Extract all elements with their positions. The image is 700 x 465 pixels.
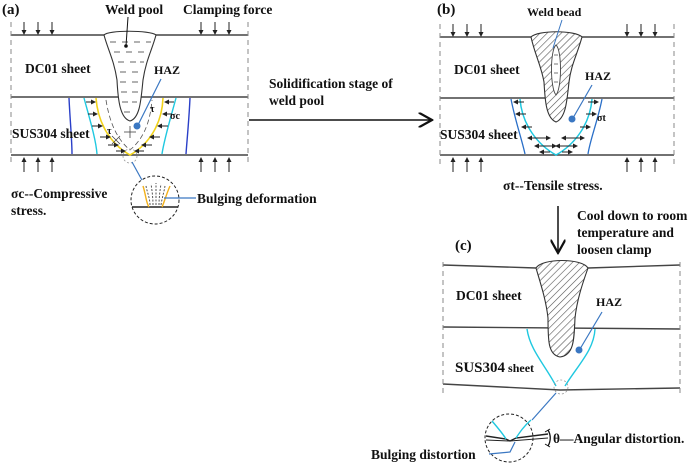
haz-leader-c [579,311,603,350]
inner-dashed-boundary [105,99,153,151]
clamping-arrows-top [21,22,232,35]
haz-label-c: HAZ [596,295,622,309]
shear-cross-center [124,126,136,138]
clamping-arrows-bottom-b [450,157,658,172]
panel-b: (b) Weld bead [437,2,675,193]
sus304-sheet-label-a: SUS304 sheet [12,126,90,141]
magnify-leader-c [531,392,557,421]
tensile-stress-label: σt [597,113,606,124]
angle-arc-tick-top [544,428,551,433]
clamping-arrows-bottom [21,157,232,172]
bulging-distortion-label: Bulging distortion [371,447,476,462]
tensile-stress-arrows [513,99,599,155]
weld-bead-leader [552,19,563,49]
compressive-stress-arrows [86,99,174,154]
compressive-legend-line2: stress. [11,203,46,218]
bulging-distortion-detail-circle [484,413,549,463]
transition-b-to-c: Cool down to room temperature and loosen… [558,206,688,257]
bulging-detail-circle [130,175,180,225]
dc01-top-edge-c [442,264,681,269]
fusion-boundary [95,97,164,156]
weld-pool-label: Weld pool [105,2,163,17]
weld-pool-leader-dot [124,44,128,48]
sus304-sheet-label-b: SUS304 sheet [440,127,518,142]
weld-pool-leader [125,16,129,47]
shear-label-right: τ [150,104,155,115]
angle-arc-tick-bottom [544,443,551,448]
weld-bead-core-lines [554,54,558,83]
sus304-sheet-label-c: SUS304 sheet [455,360,534,376]
haz-outer-boundary-left [68,97,73,155]
cool-down-label-line1: Cool down to room [577,208,688,223]
compressive-stress-label: σc [170,111,180,122]
haz-outer-boundary-right-b [587,98,603,155]
shear-cross-left [111,135,121,145]
haz-dot-c [575,346,583,354]
haz-label-a: HAZ [154,63,180,77]
haz-boundary-left-c [526,328,557,387]
shear-label-left: τ [107,126,112,137]
haz-inner-boundary-b [519,98,593,156]
haz-boundary-right-c [564,328,596,387]
haz-dot-a [133,122,141,130]
magnify-spot-a [122,148,138,164]
haz-inner-boundary-right [161,97,177,155]
solidification-label-line2: weld pool [269,93,324,108]
bulging-distortion-leader [488,441,516,455]
haz-label-b: HAZ [585,69,611,83]
magnify-spot-c [553,379,569,395]
compressive-legend-line1: σc--Compressive [11,186,107,201]
weld-pool-liquid-lines [110,41,151,113]
haz-leader-a [137,78,162,126]
transition-a-to-b: Solidification stage of weld pool [249,76,432,120]
weld-bead-label: Weld bead [527,5,582,19]
haz-inner-boundary-left [83,97,98,155]
panel-a-tag: (a) [2,2,20,18]
solidification-label-line1: Solidification stage of [269,76,393,91]
angular-distortion-label: θ—Angular distortion. [553,431,684,446]
haz-outer-boundary-left-b [510,98,526,155]
tensile-legend: σt--Tensile stress. [503,178,603,193]
magnify-leader-a [131,161,144,183]
dc01-sheet-label-c: DC01 sheet [456,288,522,303]
panel-c-tag: (c) [455,238,472,254]
cool-down-label-line2: temperature and [577,225,674,240]
angle-arc [547,429,551,447]
panel-b-tag: (b) [437,2,455,18]
weld-bead-core [551,44,561,96]
clamping-force-label: Clamping force [183,2,272,17]
cool-down-label-line3: loosen clamp [577,242,652,257]
bulging-deformation-label: Bulging deformation [197,191,317,206]
haz-leader-b [572,84,593,119]
clamping-arrows-top-b [450,24,658,37]
dc01-sheet-label-a: DC01 sheet [25,61,91,76]
dc01-sheet-label-b: DC01 sheet [454,62,520,77]
weld-pool [103,30,157,122]
haz-outer-boundary-right [185,97,191,155]
panel-c: (c) DC01 sheet HAZ SUS304 sheet Bulging … [371,238,684,463]
sus304-bottom-edge-c [442,383,681,391]
panel-a: (a) Weld pool Clamping force [2,2,317,225]
weld-bead-c [535,259,589,358]
haz-dot-b [568,115,576,123]
